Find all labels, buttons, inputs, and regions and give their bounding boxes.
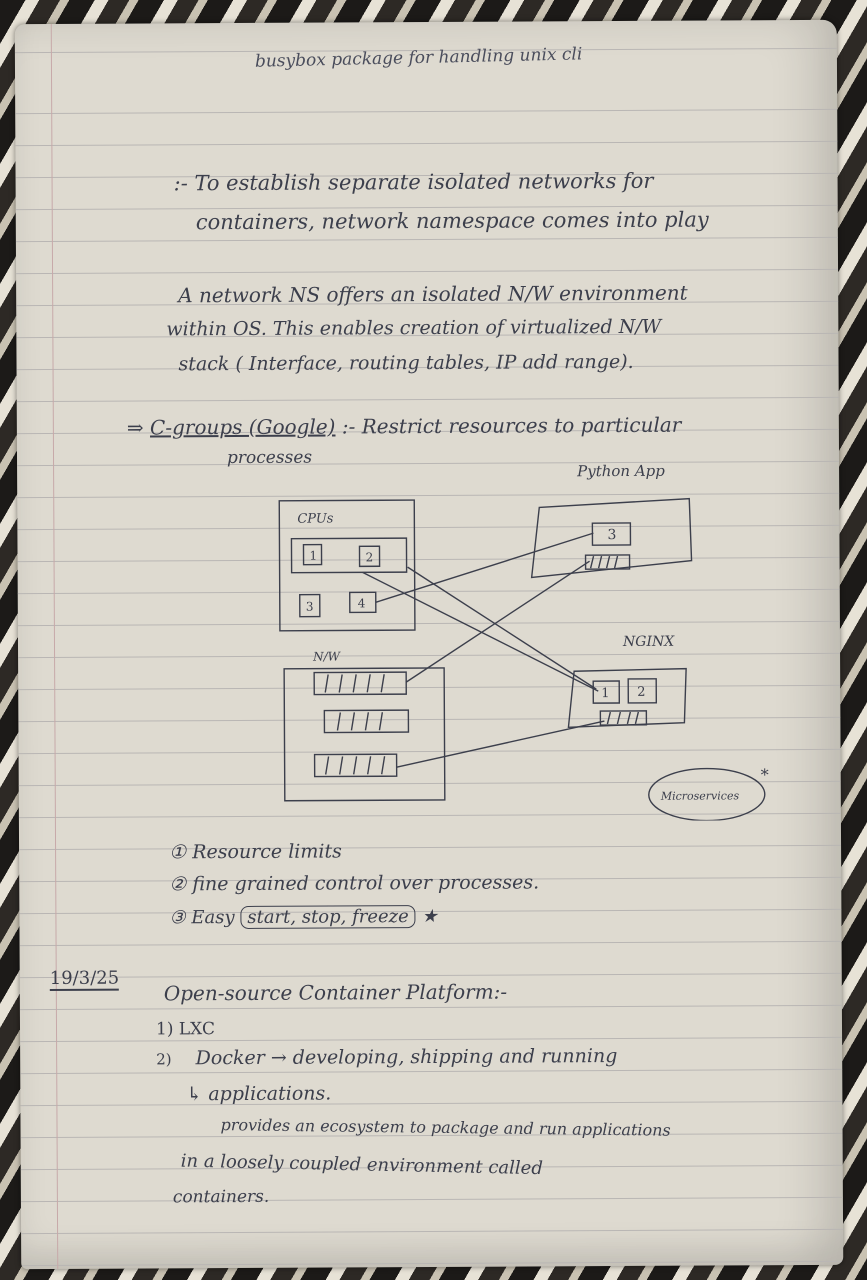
python-app-box	[530, 497, 693, 579]
cpu-cell-1	[302, 543, 323, 566]
nw-box	[283, 667, 446, 802]
list-item-3-prefix: Easy	[191, 907, 235, 929]
nginx-memory-bar	[599, 710, 648, 726]
link-cpu1-nginx	[362, 571, 599, 692]
microservices-oval	[648, 767, 766, 822]
nw-bar-2-ticks	[336, 712, 384, 731]
list-item-3: ③ Easy start, stop, freeze ★	[169, 905, 438, 929]
cpu-cell-3-label: 3	[306, 600, 314, 614]
section-title: Open-source Container Platform:-	[163, 979, 508, 1006]
python-memory-bar	[584, 554, 631, 570]
list-item-3-star: ★	[421, 905, 438, 928]
nginx-cell-2	[627, 678, 658, 704]
python-cell-label: 3	[607, 527, 616, 543]
cpu-cell-3	[299, 593, 321, 618]
link-nw-nginx	[396, 720, 605, 768]
nw-bar-1-ticks	[324, 674, 385, 693]
list-item-2: ② fine grained control over processes.	[169, 871, 539, 895]
list-item-3-boxed: start, stop, freeze	[240, 905, 416, 929]
platform-item-2: 2) Docker → developing, shipping and run…	[156, 1045, 617, 1069]
platform-description-3: containers.	[172, 1186, 270, 1208]
section-date: 19/3/25	[49, 967, 120, 991]
platform-item-2-number: 2)	[156, 1050, 172, 1069]
platform-item-2-continuation: ↳ applications.	[186, 1082, 332, 1106]
nw-bar-1	[313, 671, 407, 696]
link-nw-python	[405, 560, 590, 683]
cpu-cell-1-label: 1	[309, 549, 317, 563]
platform-item-2-text: Docker → developing, shipping and runnin…	[195, 1045, 618, 1070]
microservices-label: Microservices	[660, 789, 740, 802]
notebook-page: busybox package for handling unix cli :-…	[14, 19, 844, 1270]
list-item-1-text: Resource limits	[192, 840, 342, 864]
list-item-3-number: ③	[169, 907, 186, 929]
microservices-star: *	[761, 765, 769, 784]
nw-bar-3-ticks	[324, 756, 386, 775]
cpu-cell-2	[358, 545, 381, 568]
nginx-box	[567, 667, 687, 729]
nw-label: N/W	[312, 649, 342, 663]
cpu-cell-2-label: 2	[366, 550, 374, 564]
link-cpu3-python	[375, 532, 594, 603]
cpu-row-top	[290, 537, 408, 574]
nginx-label: NGINX	[622, 634, 675, 650]
nginx-memory-ticks	[606, 711, 640, 725]
list-item-2-number: ②	[169, 873, 187, 896]
cgroups-diagram: CPUs 1 2 3 4 Python App 3 N/W NGINX 1 2	[278, 462, 769, 822]
list-item-2-text: fine grained control over processes.	[192, 871, 540, 896]
python-memory-ticks	[589, 555, 619, 569]
list-item-1: ① Resource limits	[169, 840, 342, 863]
nw-bar-2	[323, 709, 410, 734]
platform-item-1: 1) LXC	[155, 1019, 216, 1040]
cpu-cell-4-label: 4	[358, 596, 366, 610]
cpus-box	[278, 499, 416, 632]
python-app-label: Python App	[576, 462, 665, 480]
nw-bar-3	[313, 753, 398, 778]
list-item-1-number: ①	[169, 841, 187, 864]
nginx-cell-1	[592, 680, 621, 704]
link-cpu2-nginx	[407, 566, 597, 690]
nginx-cell-2-label: 2	[637, 685, 645, 700]
cpus-label: CPUs	[297, 511, 333, 526]
nginx-cell-1-label: 1	[601, 686, 609, 701]
